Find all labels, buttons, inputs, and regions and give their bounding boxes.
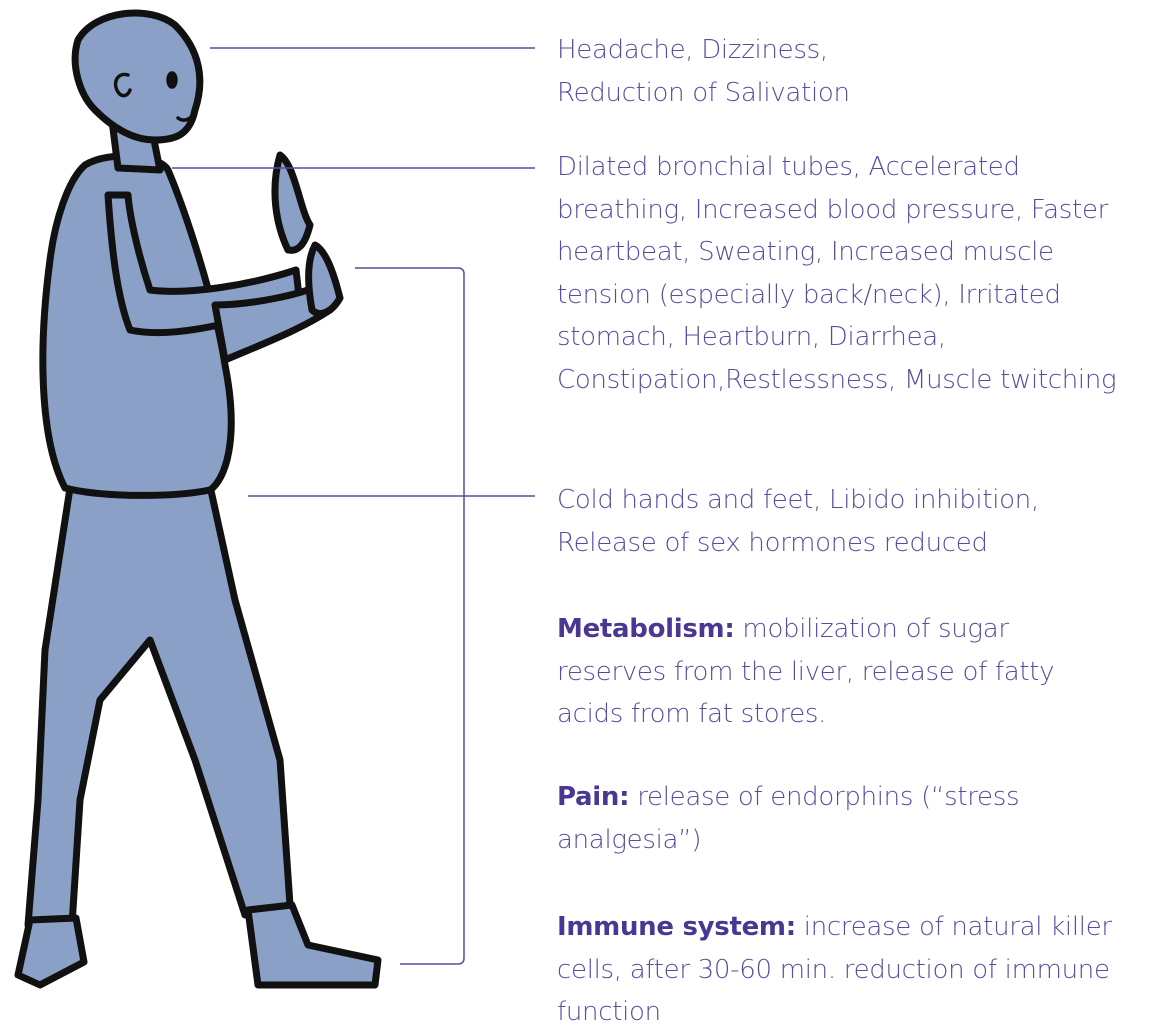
annotation-pelvis-line2: Release of sex hormones reduced [557,528,988,558]
annotation-immune-term: Immune system: [557,912,796,942]
eye [168,73,176,87]
back-leg [28,486,290,925]
annotation-pelvis: Cold hands and feet, Libido inhibition, … [557,479,1117,564]
person-figure [18,13,378,985]
annotation-pelvis-line1: Cold hands and feet, Libido inhibition, [557,485,1039,515]
leader-bracket-limbs [355,268,464,964]
annotation-pain: Pain: release of endorphins (“stress ana… [557,776,1117,861]
front-foot [248,905,378,985]
hand-lower [309,245,340,314]
annotation-chest: Dilated bronchial tubes, Accelerated bre… [557,146,1137,401]
annotation-metabolism-term: Metabolism: [557,614,734,644]
annotation-pain-term: Pain: [557,782,629,812]
annotation-head-line2: Reduction of Salivation [557,78,850,108]
back-foot [18,918,84,985]
annotation-immune: Immune system: increase of natural kille… [557,906,1157,1034]
annotation-head: Headache, Dizziness, Reduction of Saliva… [557,29,1117,114]
annotation-head-line1: Headache, Dizziness, [557,35,828,65]
annotation-chest-text: Dilated bronchial tubes, Accelerated bre… [557,152,1116,395]
hand-upper [275,155,310,250]
annotation-metabolism: Metabolism: mobilization of sugar reserv… [557,608,1117,736]
